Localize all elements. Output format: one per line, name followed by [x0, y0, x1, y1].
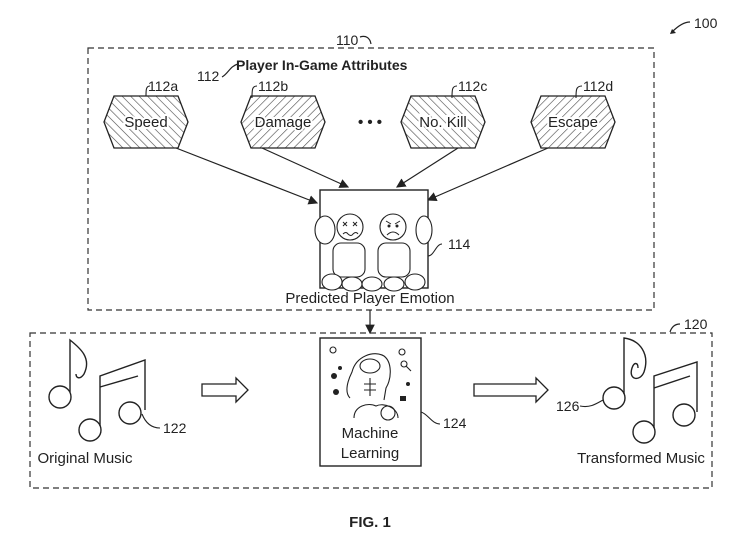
attribute-label: No. Kill	[419, 114, 467, 131]
figure-caption: FIG. 1	[349, 514, 391, 531]
ml-label-line2: Learning	[341, 445, 399, 462]
ref-label: 114	[448, 236, 471, 252]
figure-ref-100: 100	[670, 15, 718, 34]
attributes-title-text: Player In-Game Attributes	[236, 57, 408, 73]
ellipsis: • • •	[358, 114, 382, 131]
ml-ref-124: 124	[420, 411, 467, 431]
attribute-label: Escape	[548, 114, 598, 131]
ref-label: 110	[336, 32, 359, 48]
ref-label: 112b	[258, 78, 288, 94]
transformed-music-label: Transformed Music	[577, 450, 705, 467]
angry-face-icon	[379, 213, 407, 241]
ref-label: 112a	[148, 78, 178, 94]
group-ref-110: 110	[336, 32, 372, 48]
ref-label: 124	[443, 415, 467, 431]
attribute-label: Speed	[124, 114, 167, 131]
transformed-music-ref-126: 126	[556, 398, 604, 414]
ref-label: 126	[556, 398, 580, 414]
attribute-no-kill: No. Kill 112c	[400, 78, 487, 149]
flow-arrow-icon	[201, 376, 249, 404]
ml-label-line1: Machine	[342, 425, 399, 442]
attribute-arrows	[175, 147, 549, 205]
predicted-emotion-image	[314, 189, 433, 292]
ref-label: 122	[163, 420, 187, 436]
original-music-label: Original Music	[37, 450, 133, 467]
ref-label: 100	[694, 15, 718, 31]
ref-label: 120	[684, 316, 708, 332]
original-music-ref-122: 122	[141, 413, 187, 436]
transformed-music-icon	[602, 337, 698, 444]
attribute-label: Damage	[255, 114, 312, 131]
ai-head-icon	[329, 346, 412, 421]
attributes-title: 112 Player In-Game Attributes	[197, 57, 408, 84]
flow-arrow-icon	[473, 376, 549, 404]
music-transform-group-box	[29, 332, 713, 489]
player-attributes-group-box	[87, 47, 655, 311]
attribute-speed: Speed 112a	[103, 78, 189, 149]
emotion-label: Predicted Player Emotion	[285, 290, 454, 307]
attribute-damage: Damage 112b	[240, 78, 326, 149]
machine-learning-box: Machine Learning	[319, 337, 422, 467]
dizzy-face-icon	[336, 213, 364, 241]
emotion-ref-114: 114	[427, 236, 471, 257]
ref-label: 112	[197, 68, 220, 84]
original-music-icon	[48, 338, 146, 442]
ref-label: 112c	[458, 78, 487, 94]
group-ref-120: 120	[669, 316, 708, 333]
ref-label: 112d	[583, 78, 613, 94]
attribute-escape: Escape 112d	[530, 78, 616, 149]
